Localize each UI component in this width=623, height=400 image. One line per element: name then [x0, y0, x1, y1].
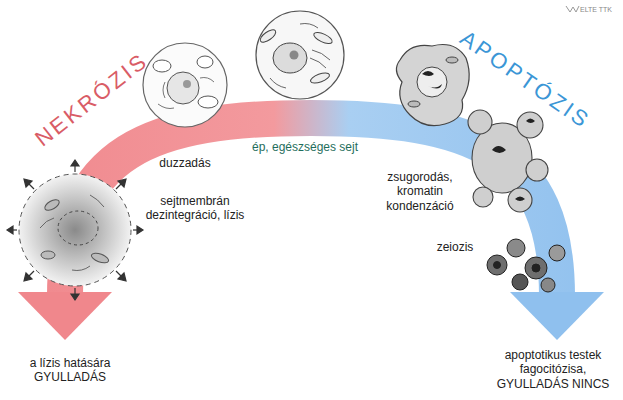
watermark: ELTE TTK: [576, 6, 616, 14]
outcome-label: a lízis hatására GYULLADÁS: [5, 356, 135, 385]
stage-label: zeiozis: [425, 240, 485, 254]
apoptotic-bodies: [487, 239, 565, 292]
stage-label: duzzadás: [145, 156, 225, 170]
outcome-label: apoptotikus testek fagocitózisa, GYULLAD…: [491, 348, 615, 391]
healthy-cell: [256, 11, 344, 99]
necrosis-arrowhead: [18, 292, 112, 340]
logo-mark: [566, 6, 579, 12]
apoptosis-arrowhead: [510, 292, 604, 340]
swollen-cell: [143, 43, 227, 127]
shrunken-cell: [396, 45, 469, 126]
budding-cell: [468, 110, 548, 212]
stage-label: zsugorodás, kromatin kondenzáció: [379, 170, 461, 213]
stage-label: ép, egészséges sejt: [230, 140, 380, 154]
stage-label: sejtmembrán dezintegráció, lízis: [145, 194, 245, 223]
necrotic-cell: [7, 160, 143, 300]
process-band: [65, 118, 557, 296]
